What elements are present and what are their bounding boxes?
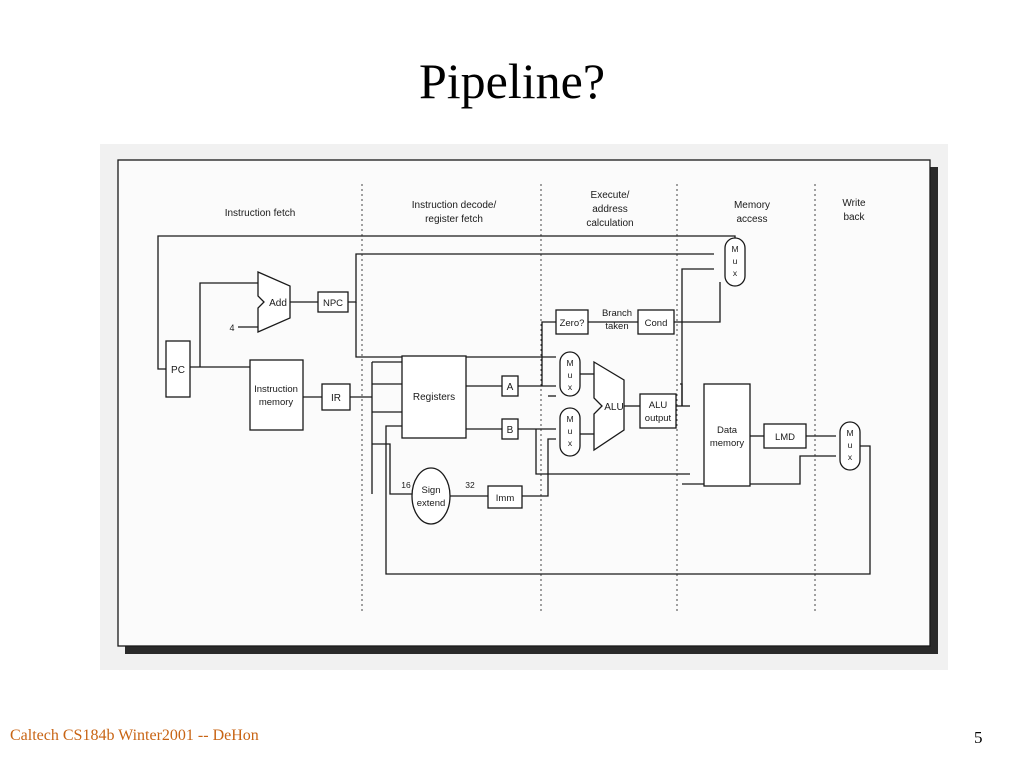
alu-output-label: ALU <box>649 400 668 411</box>
stage-label-writeback: Write <box>842 198 866 209</box>
stage-label-decode: Instruction decode/ <box>412 200 497 211</box>
slide-number: 5 <box>974 728 983 747</box>
stage-label-execute: calculation <box>586 218 633 229</box>
pc-select-mux <box>724 237 746 287</box>
pc-label: PC <box>171 365 185 376</box>
stage-label-execute: address <box>592 204 628 215</box>
branch-taken-label: taken <box>605 321 628 332</box>
instruction-memory-label: Instruction <box>254 384 298 395</box>
stage-label-memory: access <box>736 214 767 225</box>
data-memory <box>703 383 751 487</box>
mux-label: x <box>848 452 853 462</box>
stage-label-memory: Memory <box>734 200 770 211</box>
writeback-mux <box>839 421 861 471</box>
alu-output-label: output <box>645 413 672 424</box>
adder-label: Add <box>269 298 287 309</box>
pc-adder <box>257 271 291 333</box>
sign-extend-unit <box>411 467 451 525</box>
b-register-label: B <box>507 425 514 436</box>
mux-label: x <box>568 438 573 448</box>
mux-label: M <box>731 244 738 254</box>
a-register-label: A <box>507 382 514 393</box>
ir-label: IR <box>331 393 341 404</box>
bit-width-16-label: 16 <box>401 480 411 490</box>
mux-label: u <box>848 440 853 450</box>
mux-label: x <box>568 382 573 392</box>
register-file-label: Registers <box>413 392 455 403</box>
footer-credit: Caltech CS184b Winter2001 -- DeHon <box>10 727 259 744</box>
mux-label: M <box>566 414 573 424</box>
sign-extend-label: extend <box>417 498 446 509</box>
imm-register <box>487 485 523 509</box>
lmd-register <box>763 423 807 449</box>
stage-label-fetch: Instruction fetch <box>225 208 296 219</box>
mux-label: u <box>568 426 573 436</box>
npc-label: NPC <box>323 298 343 309</box>
alu-output-register <box>639 393 677 429</box>
instruction-memory-label: memory <box>259 397 294 408</box>
ir-register <box>321 383 351 411</box>
branch-taken-label: Branch <box>602 308 632 319</box>
figure-frame <box>117 159 931 647</box>
stage-label-writeback: back <box>843 212 865 223</box>
data-memory-label: memory <box>710 438 745 449</box>
alu-label: ALU <box>604 402 623 413</box>
register-file <box>401 355 467 439</box>
data-memory-label: Data <box>717 425 738 436</box>
mux-label: u <box>568 370 573 380</box>
zero-test-unit <box>555 309 589 335</box>
stage-label-execute: Execute/ <box>591 190 630 201</box>
alu-mux-top <box>559 351 581 397</box>
bit-width-32-label: 32 <box>465 480 475 490</box>
npc-register <box>317 291 349 313</box>
mux-label: u <box>733 256 738 266</box>
a-register <box>501 375 519 397</box>
mux-label: M <box>566 358 573 368</box>
lmd-label: LMD <box>775 432 795 443</box>
slide-title: Pipeline? <box>418 53 606 109</box>
constant-four-label: 4 <box>229 323 234 333</box>
cond-label: Cond <box>645 318 668 329</box>
alu-unit <box>593 360 625 452</box>
sign-extend-label: Sign <box>421 485 440 496</box>
pipeline-datapath-figure: Instruction fetch Instruction decode/ re… <box>100 144 948 670</box>
mux-label: x <box>733 268 738 278</box>
stage-label-decode: register fetch <box>425 214 483 225</box>
instruction-memory <box>249 359 304 431</box>
cond-register <box>637 309 675 335</box>
imm-label: Imm <box>496 493 515 504</box>
mux-label: M <box>846 428 853 438</box>
zero-test-label: Zero? <box>560 318 585 329</box>
b-register <box>501 418 519 440</box>
alu-mux-bottom <box>559 407 581 457</box>
pc-register <box>165 340 191 398</box>
